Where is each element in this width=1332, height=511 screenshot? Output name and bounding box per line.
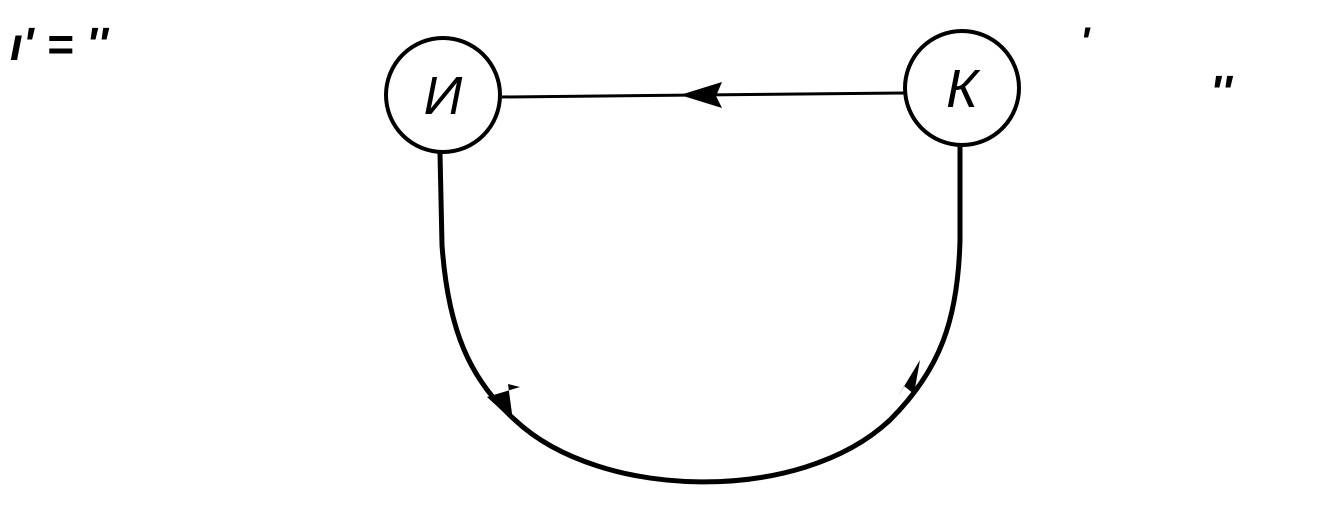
node-consumer-label: К <box>946 59 981 119</box>
edge-source-to-consumer <box>437 146 963 485</box>
arrowhead-down-left <box>487 384 520 421</box>
residue-right: '' <box>1210 66 1234 118</box>
arrowhead-up-right <box>897 360 920 398</box>
node-source-label: И <box>424 66 463 126</box>
edge-consumer-to-source <box>501 82 907 108</box>
node-source: И <box>384 36 502 154</box>
residue-top-right-dot: ' <box>1080 20 1091 64</box>
node-consumer-circle <box>903 29 1021 147</box>
node-consumer: К <box>903 29 1021 147</box>
node-source-circle <box>384 36 502 154</box>
residue-top-left: ı' = '' <box>10 18 110 70</box>
arrowhead-left <box>680 82 722 108</box>
